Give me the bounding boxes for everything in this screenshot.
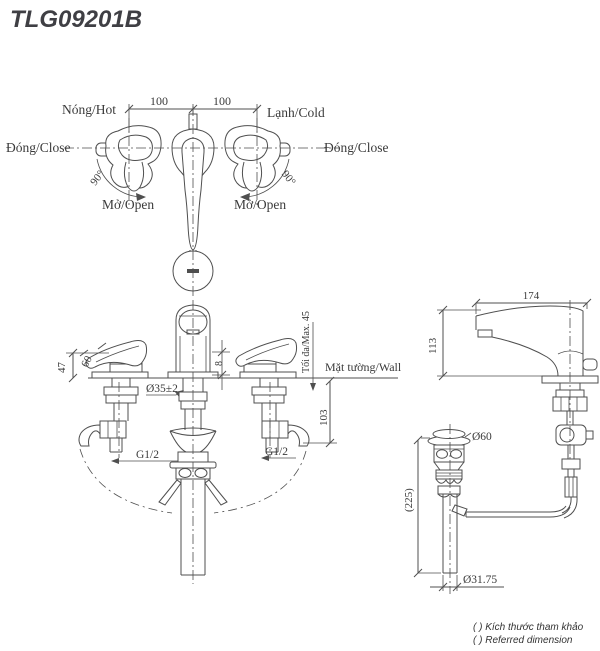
hose-swing-arc-right	[213, 450, 307, 514]
label-103: 103	[318, 409, 330, 426]
front-view: Mặt tường/Wall Tối đa/Max. 45 47 60	[56, 300, 402, 584]
dim-103: 103	[303, 376, 337, 448]
dim-100-left: 100	[150, 94, 168, 108]
label-174: 174	[523, 290, 540, 302]
handle-left-front	[85, 340, 149, 379]
drain-side	[427, 429, 471, 574]
label-close-left: Đóng/Close	[6, 140, 71, 155]
dim-8: 8	[212, 340, 230, 390]
label-113: 113	[427, 337, 439, 354]
label-90-left: 90°	[88, 168, 107, 188]
shank-left-front	[78, 378, 139, 453]
label-90-right: 90°	[279, 168, 298, 188]
handle-right-plan	[224, 125, 291, 192]
label-hot: Nóng/Hot	[62, 102, 116, 117]
dim-handle-spacing: 100 100	[124, 94, 262, 132]
spout-plan	[171, 113, 215, 258]
footer-notes: ( ) Kích thước tham khảo ( ) Referred di…	[473, 622, 583, 647]
dim-max-deck: Tối đa/Max. 45	[301, 311, 316, 391]
label-8: 8	[214, 361, 225, 366]
handle-right-front	[235, 338, 298, 379]
dim-dia35: Ø35±2	[146, 383, 184, 397]
thread-label-left: G1/2	[111, 449, 178, 464]
label-225: (225)	[403, 488, 415, 512]
top-view: 100 100 Nóng/Hot Lạnh/Cold Đóng/Close Đó…	[6, 94, 389, 298]
page-title: TLG09201B	[10, 6, 143, 33]
label-dia35: Ø35±2	[146, 383, 178, 395]
label-max45: Tối đa/Max. 45	[301, 311, 312, 373]
label-47: 47	[56, 362, 68, 374]
label-close-right: Đóng/Close	[324, 140, 389, 155]
dim-100-right: 100	[213, 94, 231, 108]
label-wall: Mặt tường/Wall	[325, 360, 402, 374]
dim-113: 113	[427, 305, 543, 381]
spout-side	[475, 305, 599, 384]
label-g12-right: G1/2	[265, 446, 288, 458]
dim-47: 47	[56, 348, 109, 383]
dim-dia60: Ø60	[464, 431, 492, 443]
label-cold: Lạnh/Cold	[267, 105, 325, 120]
label-dia3175: Ø31.75	[463, 574, 497, 586]
label-g12-left: G1/2	[136, 449, 159, 461]
note-vi: ( ) Kích thước tham khảo	[473, 622, 584, 633]
dim-dia3175: Ø31.75	[430, 574, 504, 592]
handle-left-plan	[95, 125, 162, 192]
note-en: ( ) Referred dimension	[473, 634, 573, 646]
popup-rod-side	[451, 411, 594, 519]
rotation-arc-right	[240, 158, 290, 201]
side-view: 174 113	[403, 290, 599, 594]
shank-right-front	[251, 378, 310, 453]
dim-225: (225)	[403, 435, 441, 578]
hose-swing-arc-left	[79, 448, 173, 514]
label-open-left: Mở/Open	[102, 197, 154, 212]
label-open-right: Mở/Open	[234, 197, 286, 212]
rotation-arc-left	[96, 158, 146, 201]
label-dia60: Ø60	[472, 431, 492, 443]
thread-label-right: G1/2	[261, 446, 296, 461]
dim-174: 174	[471, 290, 592, 314]
